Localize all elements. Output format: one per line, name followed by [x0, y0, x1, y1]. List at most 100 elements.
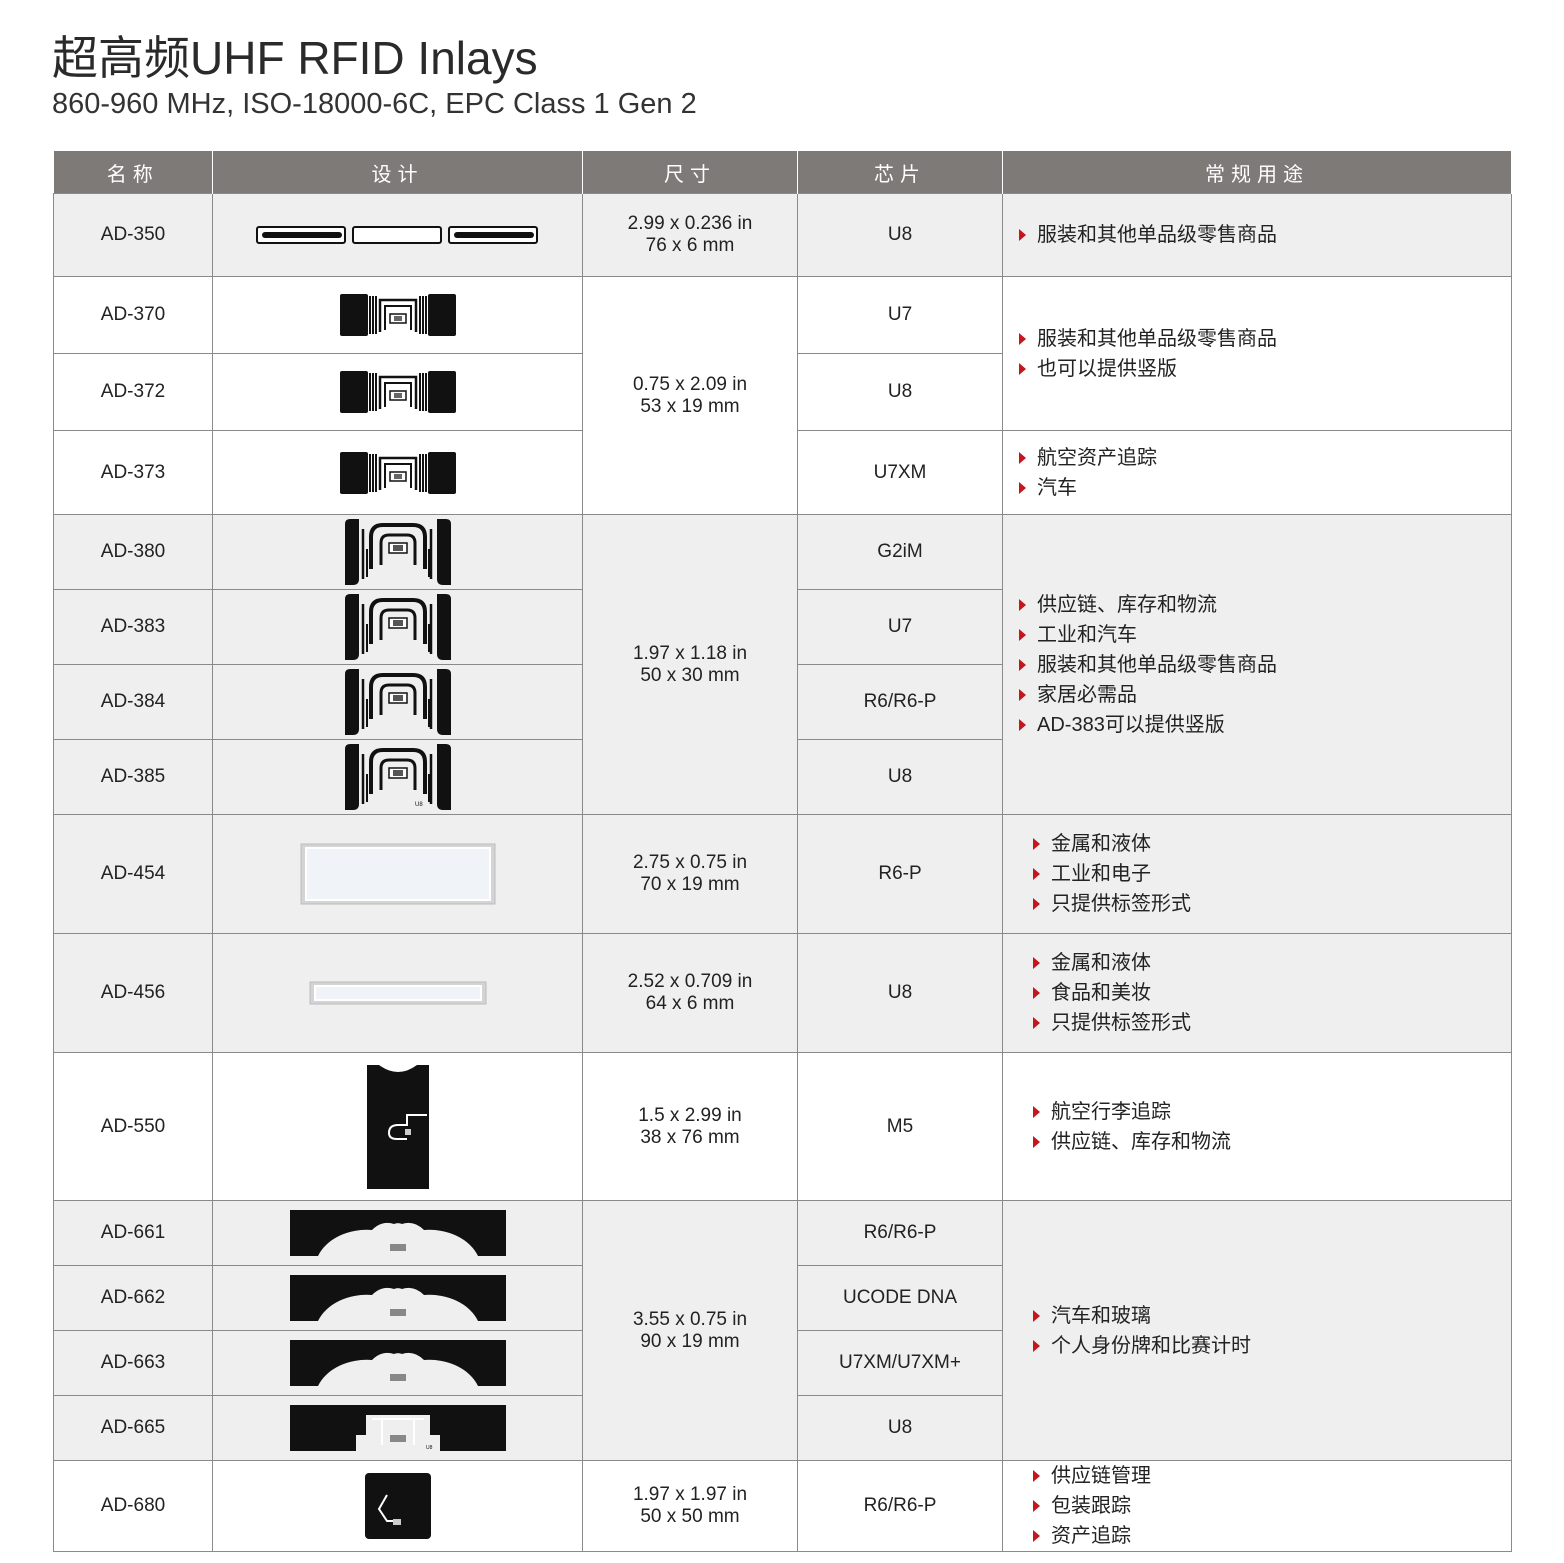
cell-chip: U8	[797, 739, 1003, 815]
use-item: 资产追踪	[1031, 1521, 1511, 1551]
inlay-ad372-image	[340, 371, 456, 413]
cell-design	[212, 430, 583, 515]
page-title: 超高频UHF RFID Inlays	[52, 32, 538, 84]
cell-chip: U7	[797, 589, 1003, 665]
use-item: 服装和其他单品级零售商品	[1017, 650, 1511, 680]
cell-design: 58T0-1-10	[212, 193, 583, 277]
use-item: 家居必需品	[1017, 680, 1511, 710]
cell-design	[212, 514, 583, 590]
cell-chip: R6-P	[797, 814, 1003, 934]
use-item: 服装和其他单品级零售商品	[1017, 324, 1511, 354]
cell-use: 金属和液体 食品和美妆 只提供标签形式	[1002, 933, 1512, 1053]
cell-name: AD-380	[53, 514, 213, 590]
cell-name: AD-550	[53, 1052, 213, 1201]
cell-use: 汽车和玻璃 个人身份牌和比赛计时	[1002, 1200, 1512, 1461]
cell-chip: UCODE DNA	[797, 1265, 1003, 1331]
header-use: 常规用途	[1002, 151, 1512, 194]
use-item: 食品和美妆	[1031, 978, 1511, 1008]
inlay-ad385-mark: U8	[415, 802, 423, 808]
cell-chip: U8	[797, 193, 1003, 277]
cell-chip: U8	[797, 933, 1003, 1053]
inlay-ad385-image: U8	[345, 744, 451, 810]
inlay-ad454-image	[300, 843, 495, 905]
use-item: 汽车和玻璃	[1031, 1301, 1511, 1331]
cell-chip: R6/R6-P	[797, 1200, 1003, 1266]
cell-design	[212, 814, 583, 934]
inlay-ad456-image	[309, 981, 486, 1005]
cell-design	[212, 1460, 583, 1552]
cell-design	[212, 353, 583, 431]
cell-chip: U7	[797, 276, 1003, 354]
inlay-ad550-image	[366, 1064, 429, 1189]
use-item: 金属和液体	[1031, 948, 1511, 978]
cell-design	[212, 664, 583, 740]
inlay-ad350-image: 58T0-1-10	[255, 226, 538, 244]
cell-use: 供应链、库存和物流 工业和汽车 服装和其他单品级零售商品 家居必需品 AD-38…	[1002, 514, 1512, 815]
inlay-ad380-image	[345, 519, 451, 585]
cell-use: 服装和其他单品级零售商品 也可以提供竖版	[1002, 276, 1512, 431]
cell-name: AD-456	[53, 933, 213, 1053]
use-item: 航空行李追踪	[1031, 1097, 1511, 1127]
use-item: 航空资产追踪	[1017, 443, 1511, 473]
cell-chip: U7XM/U7XM+	[797, 1330, 1003, 1396]
cell-use: 服装和其他单品级零售商品	[1002, 193, 1512, 277]
page-subtitle: 860-960 MHz, ISO-18000-6C, EPC Class 1 G…	[52, 88, 697, 120]
inlay-ad370-image	[340, 294, 456, 336]
use-item: 服装和其他单品级零售商品	[1017, 220, 1511, 250]
inlay-ad373-image	[340, 452, 456, 494]
inlay-ad662-image	[290, 1275, 506, 1321]
cell-chip: R6/R6-P	[797, 664, 1003, 740]
use-item: 只提供标签形式	[1031, 889, 1511, 919]
table-row: AD-662 UCODE DNA	[53, 1265, 1512, 1331]
cell-chip: U8	[797, 353, 1003, 431]
use-item: 包装跟踪	[1031, 1491, 1511, 1521]
header-size: 尺寸	[582, 151, 798, 194]
cell-name: AD-372	[53, 353, 213, 431]
cell-chip: U7XM	[797, 430, 1003, 515]
header-design: 设计	[212, 151, 583, 194]
inlay-ad663-image	[290, 1340, 506, 1386]
cell-name: AD-454	[53, 814, 213, 934]
cell-design: U8	[212, 1395, 583, 1461]
cell-use: 金属和液体 工业和电子 只提供标签形式	[1002, 814, 1512, 934]
use-item: 工业和汽车	[1017, 620, 1511, 650]
use-item: 工业和电子	[1031, 859, 1511, 889]
cell-use: 航空行李追踪 供应链、库存和物流	[1002, 1052, 1512, 1201]
use-item: 只提供标签形式	[1031, 1008, 1511, 1038]
cell-name: AD-665	[53, 1395, 213, 1461]
cell-design: U8	[212, 739, 583, 815]
use-item: 个人身份牌和比赛计时	[1031, 1331, 1511, 1361]
cell-chip: G2iM	[797, 514, 1003, 590]
inlay-ad661-image	[290, 1210, 506, 1256]
cell-design	[212, 276, 583, 354]
cell-name: AD-385	[53, 739, 213, 815]
table-row: AD-372 U8	[53, 353, 1512, 431]
table-row: AD-665 U8 U8	[53, 1395, 1512, 1461]
cell-use: 航空资产追踪 汽车	[1002, 430, 1512, 515]
cell-design	[212, 1265, 583, 1331]
use-item: 金属和液体	[1031, 829, 1511, 859]
cell-design	[212, 1200, 583, 1266]
use-item: 也可以提供竖版	[1017, 354, 1511, 384]
table-row: AD-663 U7XM/U7XM+	[53, 1330, 1512, 1396]
cell-design	[212, 933, 583, 1053]
cell-name: AD-383	[53, 589, 213, 665]
cell-chip: U8	[797, 1395, 1003, 1461]
header-name: 名称	[53, 151, 213, 194]
use-item: AD-383可以提供竖版	[1017, 710, 1511, 740]
use-item: 供应链、库存和物流	[1031, 1127, 1511, 1157]
cell-name: AD-373	[53, 430, 213, 515]
cell-name: AD-350	[53, 193, 213, 277]
inlay-ad665-image: U8	[289, 1405, 506, 1451]
